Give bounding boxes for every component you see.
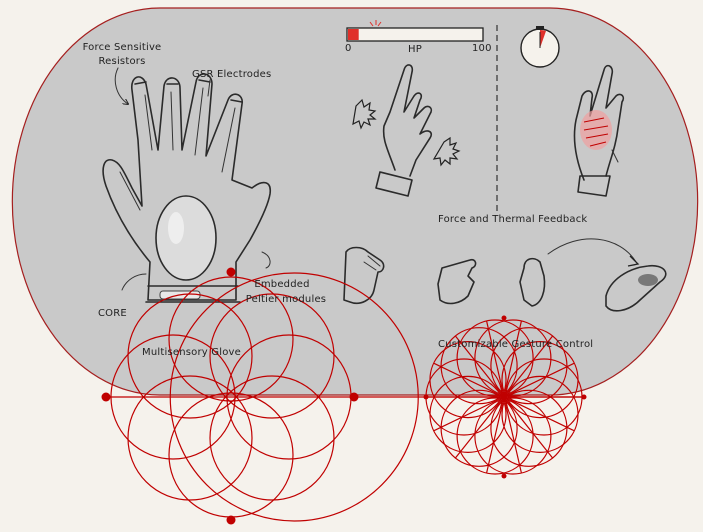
hp-bar-track [347,28,483,41]
red-dot-center [350,393,359,402]
red-dot-mid [424,395,429,400]
label-gesture-control: Customizable Gesture Control [438,339,593,350]
label-core: CORE [98,308,127,319]
red-dot-right [582,395,587,400]
red-dot-bottom-right [502,474,507,479]
hp-label: HP [408,44,422,55]
label-gsr-electrodes: GSR Electrodes [192,69,271,80]
label-force-sensitive-2: Resistors [98,56,145,67]
hp-bar-fill [348,29,359,40]
red-dot-left [102,393,111,402]
hp-min-label: 0 [345,43,352,54]
label-force-thermal: Force and Thermal Feedback [438,214,587,225]
red-dot-top-left [227,268,236,277]
label-multisensory-glove: Multisensory Glove [142,347,241,358]
red-dot-top-right [502,316,507,321]
label-embedded-1: Embedded [254,279,309,290]
hp-max-label: 100 [472,43,492,54]
red-dot-bottom-left [227,516,236,525]
core-module [156,196,216,280]
rosette-circle [169,393,293,517]
label-force-sensitive-1: Force Sensitive [83,42,162,53]
label-embedded-2: Peltier modules [246,294,326,305]
